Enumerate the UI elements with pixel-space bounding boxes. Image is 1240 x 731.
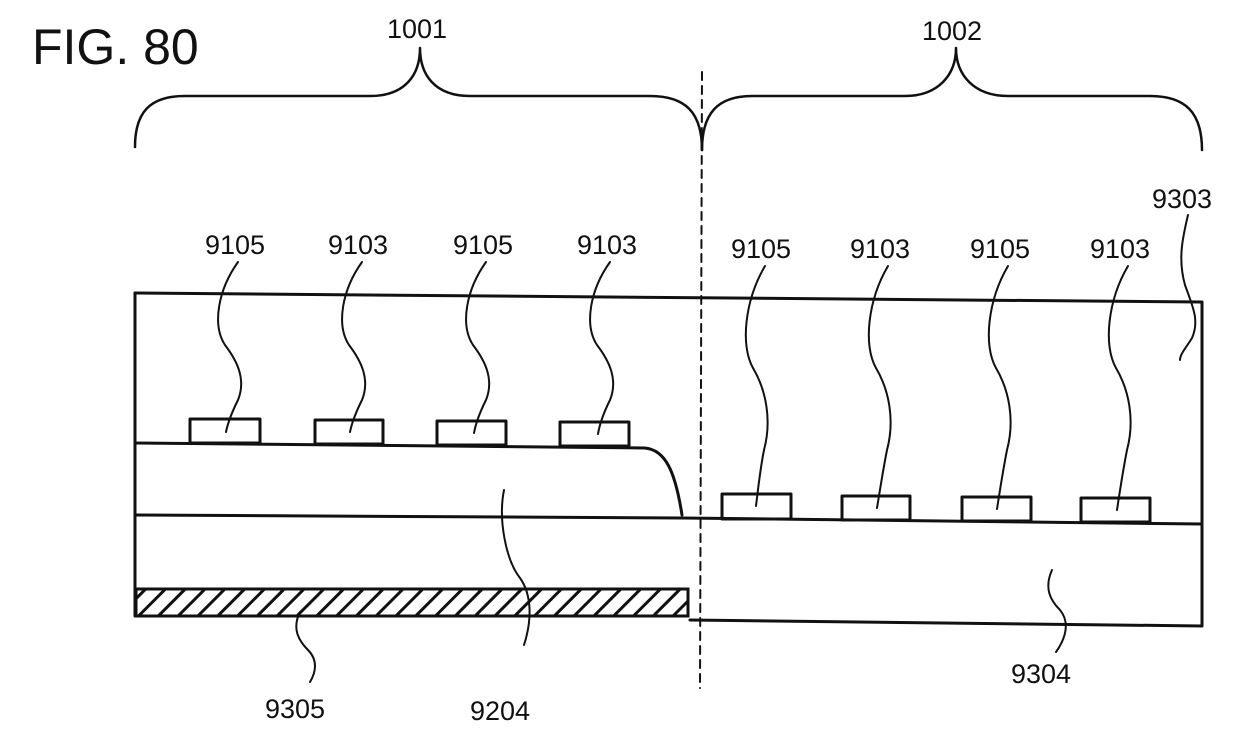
label-9305: 9305 xyxy=(265,694,325,724)
element-9105-left-b xyxy=(437,421,506,445)
base-layer-surface xyxy=(135,515,1202,524)
leader-9103-right-a xyxy=(869,266,891,508)
leader-9303 xyxy=(1180,215,1195,360)
region-divider-dashed-line xyxy=(700,72,702,688)
element-9105-left-a xyxy=(190,419,260,443)
leader-9105-left-a xyxy=(218,262,241,432)
label-9103-left-a: 9103 xyxy=(328,230,388,260)
leader-9305 xyxy=(296,612,315,682)
leader-9103-left-a xyxy=(342,262,365,432)
region-label-1002: 1002 xyxy=(922,16,982,46)
label-9103-right-b: 9103 xyxy=(1090,234,1150,264)
leader-9105-right-a xyxy=(746,266,768,506)
label-9103-right-a: 9103 xyxy=(850,234,910,264)
figure-title: FIG. 80 xyxy=(32,19,199,75)
element-9103-left-b xyxy=(560,422,629,446)
brace-region-1001 xyxy=(135,48,702,150)
label-9105-right-b: 9105 xyxy=(970,234,1030,264)
region-label-1001: 1001 xyxy=(387,14,447,44)
label-9304: 9304 xyxy=(1011,659,1071,689)
label-9103-left-b: 9103 xyxy=(577,230,637,260)
layer-9303-outline xyxy=(135,293,1202,626)
leader-9105-left-b xyxy=(466,262,489,433)
leader-9105-right-b xyxy=(989,266,1011,509)
label-9105-left-b: 9105 xyxy=(453,230,513,260)
brace-region-1002 xyxy=(702,48,1202,150)
layer-9204-surface xyxy=(135,443,682,515)
leader-9103-left-b xyxy=(590,262,613,434)
element-9103-right-b xyxy=(1081,498,1150,522)
leader-9304 xyxy=(1048,570,1065,652)
label-9204: 9204 xyxy=(470,696,530,726)
label-9105-left-a: 9105 xyxy=(205,230,265,260)
label-9105-right-a: 9105 xyxy=(731,234,791,264)
leader-9204 xyxy=(502,490,530,645)
label-9303: 9303 xyxy=(1152,184,1212,214)
layer-9305-hatched xyxy=(136,589,688,616)
